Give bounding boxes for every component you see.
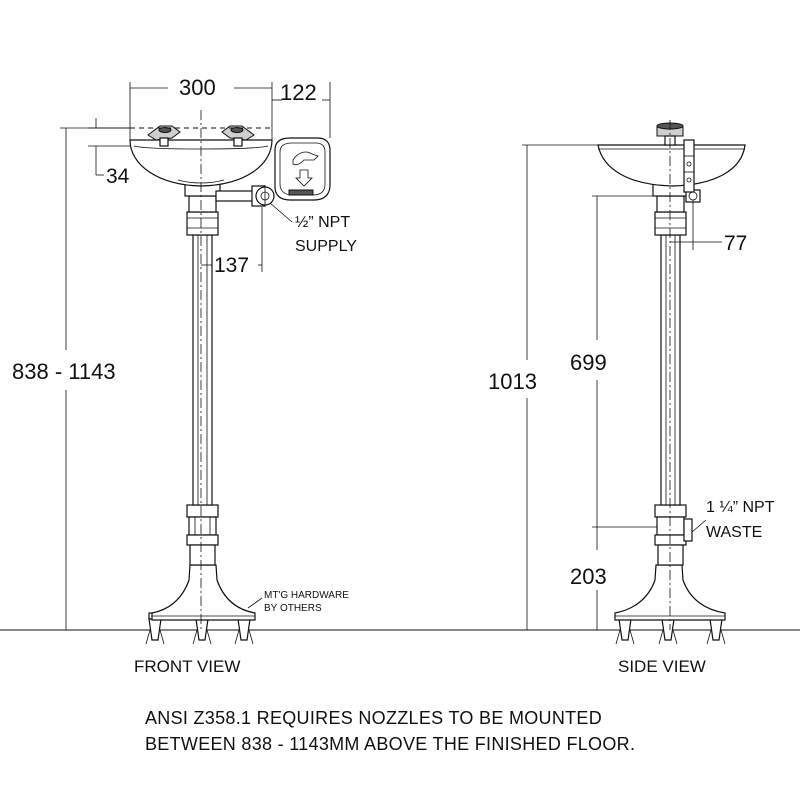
footnote-line2: BETWEEN 838 - 1143MM ABOVE THE FINISHED … [145, 734, 635, 754]
dim-supply-offset: 137 [214, 254, 249, 277]
front-supply-valve [215, 185, 275, 207]
dim-side-upper-lines [592, 195, 657, 630]
side-handle-bracket [683, 139, 695, 193]
front-view-label: FRONT VIEW [134, 657, 240, 676]
supply-callout-line2: SUPPLY [295, 238, 357, 255]
front-lower-coupling [186, 504, 219, 566]
side-view-label: SIDE VIEW [618, 657, 706, 676]
side-view: 77 1013 699 203 1 ¼” NPT WASTE SIDE VIEW [488, 120, 775, 676]
hardware-note-line1: MT'G HARDWARE [264, 590, 349, 601]
side-upper-fittings [652, 182, 701, 236]
hardware-note-line2: BY OTHERS [264, 603, 322, 614]
dim-bowl-depth: 34 [106, 165, 130, 188]
dim-bowl-width: 300 [179, 75, 216, 100]
front-view: 300 122 34 137 ½” NPT SUPPLY [12, 75, 357, 676]
dim-handle-offset-lines [272, 82, 331, 138]
dim-handle-offset: 122 [280, 80, 317, 105]
waste-callout-line1: 1 ¼” NPT [706, 499, 775, 516]
side-bowl [597, 144, 746, 187]
dim-front-height: 838 - 1143 [12, 359, 116, 384]
dim-side-offset-lines [670, 200, 722, 250]
dim-bowl-width-lines [129, 82, 273, 140]
front-upper-fittings [184, 182, 221, 236]
footnote-line1: ANSI Z358.1 REQUIRES NOZZLES TO BE MOUNT… [145, 708, 602, 728]
side-pedestal-pipe [660, 234, 681, 506]
push-handle-icon [274, 137, 331, 201]
dim-side-lower: 203 [570, 564, 607, 589]
front-base-flange [151, 564, 256, 621]
dim-side-upper: 699 [570, 350, 607, 375]
dim-side-height: 1013 [488, 369, 537, 394]
dim-side-height-lines [522, 144, 598, 630]
front-pedestal-pipe [192, 234, 213, 506]
supply-callout-line1: ½” NPT [295, 214, 350, 231]
dim-side-offset: 77 [724, 232, 747, 255]
waste-callout-line2: WASTE [706, 524, 762, 541]
front-spray-heads [147, 125, 255, 147]
dim-supply-offset-lines [201, 207, 263, 272]
dim-front-height-lines [60, 127, 130, 630]
side-lower-coupling [654, 504, 693, 566]
